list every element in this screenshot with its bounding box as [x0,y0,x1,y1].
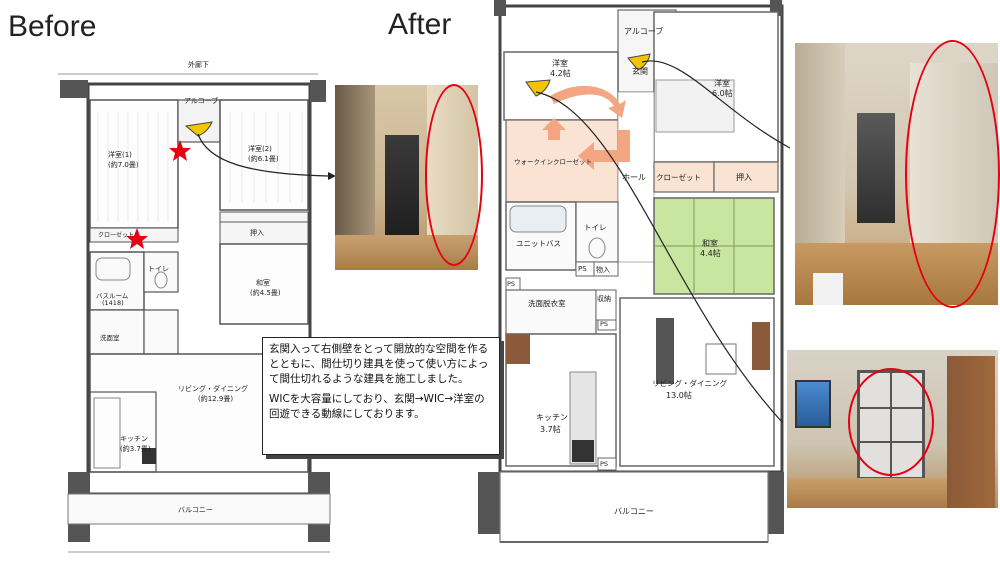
after-western-right-size: 6.0帖 [712,89,733,98]
callout-arrow-icon [641,60,790,149]
after-washroom-label: 洗面脱衣室 [528,299,566,308]
after-room-highlight [848,368,934,476]
note-paragraph-1: 玄関入って右側壁をとって開放的な空間を作るとともに、間仕切り建具を使って使い方に… [269,343,489,385]
after-balcony-label: バルコニー [614,507,654,516]
after-storage-label: 物入 [596,266,610,274]
before-western-room-2-label: 洋室(2) [248,145,272,153]
flow-arrow-icon [550,85,626,118]
before-plan-drawing [58,73,336,553]
door-swing-icon [627,53,651,71]
before-photo-highlight [425,84,483,266]
star-icon [169,140,191,161]
after-closet-label: クローゼット [656,173,701,182]
after-plan-drawing [478,0,790,543]
star-icon [126,228,148,249]
after-oshiire-label: 押入 [736,173,752,182]
after-kitchen-label: キッチン [536,413,568,422]
note-paragraph-2: WICを大容量にしており、玄関→WIC→洋室の回遊できる動線にしております。 [269,393,485,420]
before-balcony-label: バルコニー [178,506,213,514]
renovation-note: 玄関入って右側壁をとって開放的な空間を作るとともに、間仕切り建具を使って使い方に… [262,337,500,455]
after-floor-plan: アルコーブ 玄関 洋室 4.2帖 洋室 6.0帖 ウォークインクローゼット ホー… [470,0,790,562]
after-living-size: 13.0帖 [666,391,692,400]
callout-arrow-icon [197,133,329,177]
before-western-room-1-size: (約7.0畳) [108,161,139,169]
after-japanese-room-size: 4.4帖 [700,249,721,258]
after-hall-label: ホール [622,173,646,182]
after-toilet-label: トイレ [584,223,607,232]
flow-arrow-icon [542,118,566,140]
before-corridor-label: 外廊下 [188,61,209,69]
before-living-label: リビング・ダイニング [178,385,248,393]
before-kitchen-size: (約3.7畳) [120,445,151,453]
after-entrance-label: 玄関 [632,67,648,76]
before-western-room-2-size: (約6.1畳) [248,155,279,163]
before-kitchen-label: キッチン [120,435,148,443]
after-ps-label-3: PS [600,320,609,328]
before-washroom-label: 洗面室 [100,334,120,342]
before-japanese-room-size: (約4.5畳) [250,289,281,297]
door-swing-icon [525,79,551,97]
after-western-left-size: 4.2帖 [550,69,571,78]
before-heading: Before [8,10,97,43]
after-wic-label: ウォークインクローゼット [514,158,592,166]
before-living-size: (約12.9畳) [198,395,234,403]
after-ps-label-2: PS [507,280,516,288]
callout-arrow-icon [535,91,783,423]
after-ps-label-4: PS [600,460,609,468]
after-living-label: リビング・ダイニング [652,379,727,388]
before-oshiire-label: 押入 [250,229,264,237]
after-japanese-room-label: 和室 [702,239,718,248]
before-toilet-label: トイレ [148,265,169,273]
before-closet-label: クローゼット [98,232,135,239]
after-hallway-highlight [905,40,1000,308]
before-alcove-label: アルコーブ [184,97,219,105]
after-unit-bath-label: ユニットバス [516,239,561,248]
flow-arrow-icon [578,130,630,170]
after-western-right-label: 洋室 [714,79,730,88]
before-japanese-room-label: 和室 [256,279,270,287]
before-bath-label: バスルーム [96,292,129,300]
after-western-left-label: 洋室 [552,59,568,68]
after-heading: After [388,8,452,41]
after-kitchen-size: 3.7帖 [540,425,561,434]
before-bath-size: (1418) [102,299,124,307]
after-shuno-label: 収納 [597,295,611,303]
before-western-room-1-label: 洋室(1) [108,151,132,159]
after-alcove-label: アルコーブ [624,27,664,36]
after-ps-label: PS [578,265,587,273]
before-floor-plan: 外廊下 アルコーブ 洋室(1) (約7.0畳) 洋室(2) (約6.1畳) クロ… [38,52,338,562]
door-swing-icon [184,121,213,137]
